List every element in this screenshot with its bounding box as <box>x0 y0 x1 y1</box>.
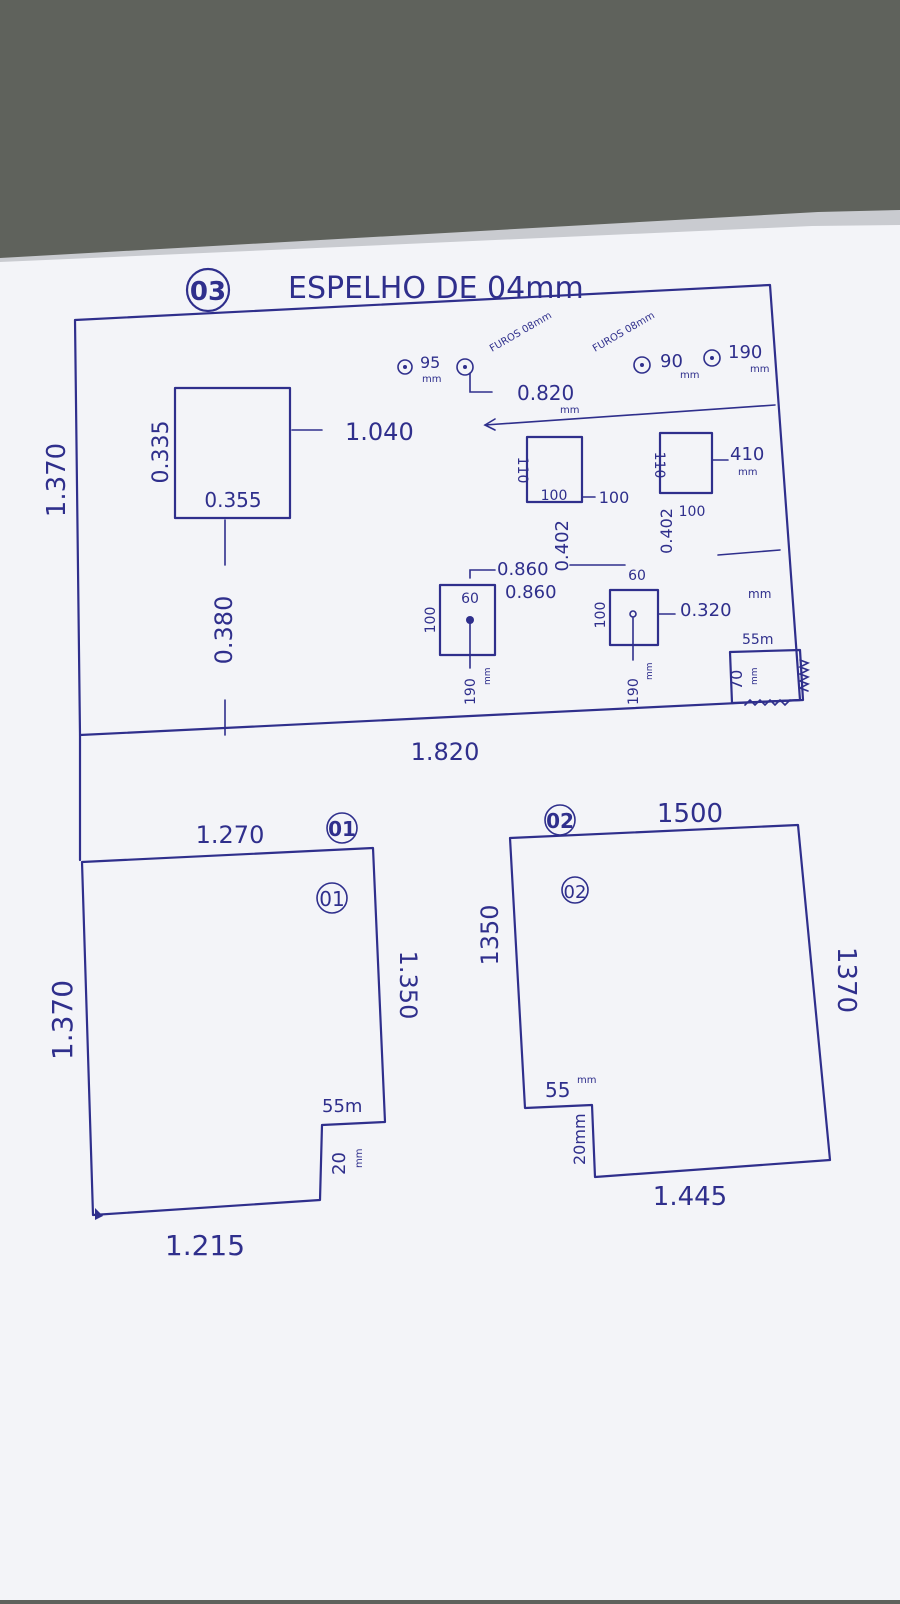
hole-right-b-center <box>710 356 714 360</box>
notch-hatch-bottom <box>744 698 791 707</box>
piece-01-notch-unit: mm <box>354 1149 365 1168</box>
cut1-width-label: 100 <box>541 488 568 504</box>
mid-label-b: 0.860 <box>505 582 557 603</box>
cut1-rect <box>525 435 584 504</box>
cut3-height-label: 100 <box>423 607 439 634</box>
drawing-title: ESPELHO DE 04mm <box>288 271 584 306</box>
hole-left-b-center <box>463 365 467 369</box>
cut2-right-edge-mark <box>717 549 781 556</box>
piece-02-outline <box>508 823 832 1179</box>
dimension-arrow-head <box>483 418 496 431</box>
piece-03-rect-cutout <box>173 386 292 520</box>
piece-02-notch-width-label: 55 <box>545 1078 570 1102</box>
piece-03-corner-notch <box>728 648 805 705</box>
piece-01-outline <box>80 846 387 1217</box>
cut3-width-label: 60 <box>461 591 479 607</box>
piece-01-corner-mark <box>95 1208 103 1220</box>
piece-02-height-right-label: 1370 <box>831 947 861 1013</box>
rect-offset-bottom-label: 0.380 <box>210 596 238 665</box>
rect-offset-right-label: 1.040 <box>345 418 414 446</box>
cut2-right-unit: mm <box>738 467 757 478</box>
mid-label-a: 0.860 <box>497 559 549 580</box>
piece-02-notch-height-label: 20mm <box>570 1113 589 1165</box>
hole-right-a-label: 90 <box>660 351 683 372</box>
piece-01-inner-marker-circle <box>316 882 348 914</box>
cut1-height-label: 110 <box>514 457 530 484</box>
piece-02-top-marker: 02 <box>546 809 574 833</box>
hole-right-b-label: 190 <box>728 342 762 363</box>
hole-offset-unit: mm <box>560 405 579 416</box>
piece-02-top-marker-circle <box>544 804 576 836</box>
piece-01-notch-height-label: 20 <box>329 1152 350 1175</box>
hole-row-dimension-line <box>484 404 776 426</box>
piece-01-top-marker: 01 <box>328 817 356 841</box>
cut2-rect <box>658 431 714 495</box>
hole-right-b-circle <box>703 349 721 367</box>
piece-02-inner-marker-circle <box>561 876 589 904</box>
cut4-rect <box>608 588 660 647</box>
cut1-offset-label: 0.402 <box>552 520 573 572</box>
piece-03-bottom-width-label: 1.820 <box>411 738 480 766</box>
piece-marker-circle <box>185 267 231 313</box>
cut4-bottom-unit: mm <box>645 662 655 680</box>
cut4-width-label: 60 <box>628 568 646 584</box>
piece-02-inner-marker: 02 <box>564 882 587 903</box>
hole-left-circle <box>397 359 413 375</box>
hole-left-dia-label: 95 <box>420 353 440 372</box>
cut2-height-label: 110 <box>651 452 667 479</box>
rect-width-label: 0.355 <box>204 488 261 512</box>
piece-01-notch-width-label: 55m <box>322 1096 362 1117</box>
hole-right-b-unit: mm <box>750 364 769 375</box>
piece-03-marker: 03 <box>190 277 226 307</box>
cut2-width-label: 100 <box>679 504 706 520</box>
cut4-height-label: 100 <box>593 602 609 629</box>
piece-01-inner-marker: 01 <box>319 887 344 911</box>
notch-unit: mm <box>750 667 760 685</box>
cut4-hole <box>629 610 637 618</box>
cut1-side-label: 100 <box>599 488 630 507</box>
cut2-right-label: 410 <box>730 444 764 465</box>
hole-offset-arrow <box>469 372 493 393</box>
piece-01-height-left-label: 1.370 <box>46 980 79 1060</box>
piece-02-height-left-label: 1350 <box>476 904 504 965</box>
hole-right-a-center <box>640 363 644 367</box>
notch-hatch-right <box>798 659 810 692</box>
hole-offset-label: 0.820 <box>517 381 574 405</box>
piece-03-height-label: 1.370 <box>42 443 72 517</box>
cut3-bottom-unit: mm <box>483 667 493 685</box>
hole-left-b-circle <box>456 358 474 376</box>
piece-01-height-right-label: 1.350 <box>394 951 422 1020</box>
mid-dimension-line <box>469 569 496 579</box>
hole-left-unit: mm <box>422 374 441 385</box>
piece-02-bottom-width-label: 1.445 <box>653 1182 727 1212</box>
piece-01-bottom-width-label: 1.215 <box>165 1229 245 1262</box>
paper-sheet <box>0 225 900 1600</box>
notch-width-label: 55m <box>742 632 773 648</box>
cut3-bottom-label: 190 <box>463 678 479 705</box>
piece-01-top-width-label: 1.270 <box>196 821 265 849</box>
cut4-right-label: 0.320 <box>680 600 732 621</box>
hole-right-a-circle <box>633 356 651 374</box>
cut2-offset-label: 0.402 <box>657 508 676 554</box>
notch-height-label: 70 <box>727 670 746 690</box>
cut4-right-unit: mm <box>748 587 771 601</box>
cut4-bottom-label: 190 <box>626 678 642 705</box>
hole-right-a-unit: mm <box>680 370 699 381</box>
piece-02-notch-width-unit: mm <box>577 1075 596 1086</box>
piece-02-top-width-label: 1500 <box>657 799 723 829</box>
rect-height-label: 0.335 <box>149 421 174 484</box>
cut3-rect <box>438 583 497 657</box>
hole-left-center <box>403 365 407 369</box>
piece-01-top-marker-circle <box>326 812 358 844</box>
